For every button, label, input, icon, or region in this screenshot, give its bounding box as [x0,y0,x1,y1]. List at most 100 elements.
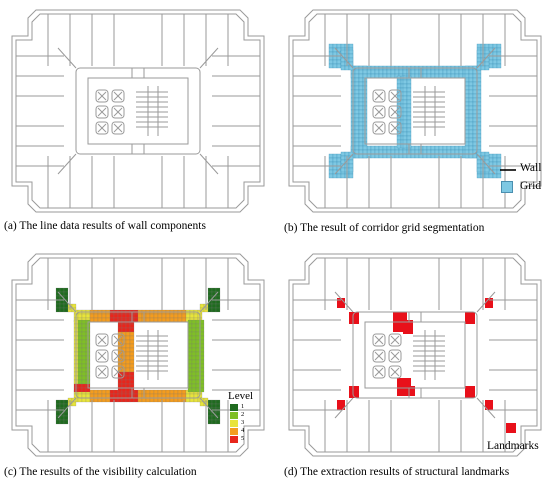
grid-cell [468,145,474,151]
visibility-cell [101,389,107,395]
visibility-cell [161,389,167,395]
corridor-inner [364,77,466,145]
grid-cell [358,89,364,95]
grid-cell [406,127,412,133]
elevator-x [390,91,400,101]
visibility-cell [81,327,87,333]
grid-cell [464,89,470,95]
visibility-cell [109,397,115,403]
grid-cell [464,121,470,127]
legend-grid-swatch [501,181,513,193]
grid-cell [464,113,470,119]
grid-cell [386,145,392,151]
visibility-cell [81,393,87,399]
grid-cell [492,59,498,65]
elevator-x [97,335,107,345]
visibility-cell [191,359,197,365]
landmark-block [349,386,359,398]
grid-cell [492,43,498,49]
visibility-cell [93,389,99,395]
grid-cell [402,111,408,117]
grid-cell [468,121,474,127]
visibility-cell [177,317,183,323]
grid-cell [442,145,448,151]
visibility-cell [113,397,119,403]
grid-cell [472,109,478,115]
grid-cell [402,143,408,149]
grid-cell [358,81,364,87]
visibility-cell [81,313,87,319]
grid-cell [358,121,364,127]
grid-cell [496,157,502,163]
visibility-cell [173,313,179,319]
visibility-cell [173,397,179,403]
grid-cell [476,121,482,127]
grid-cell [472,113,478,119]
grid-cell [464,69,470,75]
visibility-cell [165,393,171,399]
grid-cell [446,69,452,75]
grid-cell [358,153,364,159]
grid-cell [434,145,440,151]
grid-cell [496,161,502,167]
grid-cell [480,151,486,157]
grid-cell [458,145,464,151]
visibility-cell [189,313,195,319]
visibility-cell [187,371,193,377]
grid-cell [336,153,342,159]
grid-cell [484,61,490,67]
grid-cell [328,63,334,69]
grid-cell [374,149,380,155]
grid-cell [442,69,448,75]
corridor-inner [87,321,189,389]
elevator-box [111,121,125,135]
visibility-cell [199,371,205,377]
visibility-cell [121,387,127,393]
visibility-cell [137,397,143,403]
grid-cell [468,137,474,143]
visibility-cell [157,397,163,403]
grid-cell [354,153,360,159]
visibility-cell [129,339,135,345]
grid-cell [374,73,380,79]
grid-cell [468,93,474,99]
visibility-cell [129,351,135,357]
grid-cell [354,125,360,131]
grid-cell [488,153,494,159]
landmark-block [337,400,345,410]
visibility-cell [157,389,163,395]
grid-cell [328,157,334,163]
grid-cell [396,135,402,141]
visibility-cell [141,397,147,403]
visibility-cell [153,397,159,403]
door-tick [408,68,422,154]
grid-cell [362,153,368,159]
grid-cell [426,145,432,151]
grid-cell [362,73,368,79]
visibility-cell [187,355,193,361]
visibility-cell [59,403,65,409]
grid-cell [358,85,364,91]
visibility-cell [117,379,123,385]
visibility-cell [199,401,205,407]
elevator-x [113,367,123,377]
grid-cell [336,55,342,61]
grid-cell [340,167,346,173]
grid-cell [468,125,474,131]
grid-cell [328,161,334,167]
visibility-cell [173,393,179,399]
visibility-cell [121,313,127,319]
elevator-x [390,351,400,361]
grid-cell [476,109,482,115]
grid-cell [390,73,396,79]
grid-cell [402,149,408,155]
visibility-cell [195,375,201,381]
visibility-cell [81,347,87,353]
visibility-cell [189,393,195,399]
grid-cell [426,153,432,159]
grid-cell [386,73,392,79]
grid-cell [454,73,460,79]
visibility-cell [81,367,87,373]
visibility-cell [55,295,61,301]
visibility-cell [193,397,199,403]
